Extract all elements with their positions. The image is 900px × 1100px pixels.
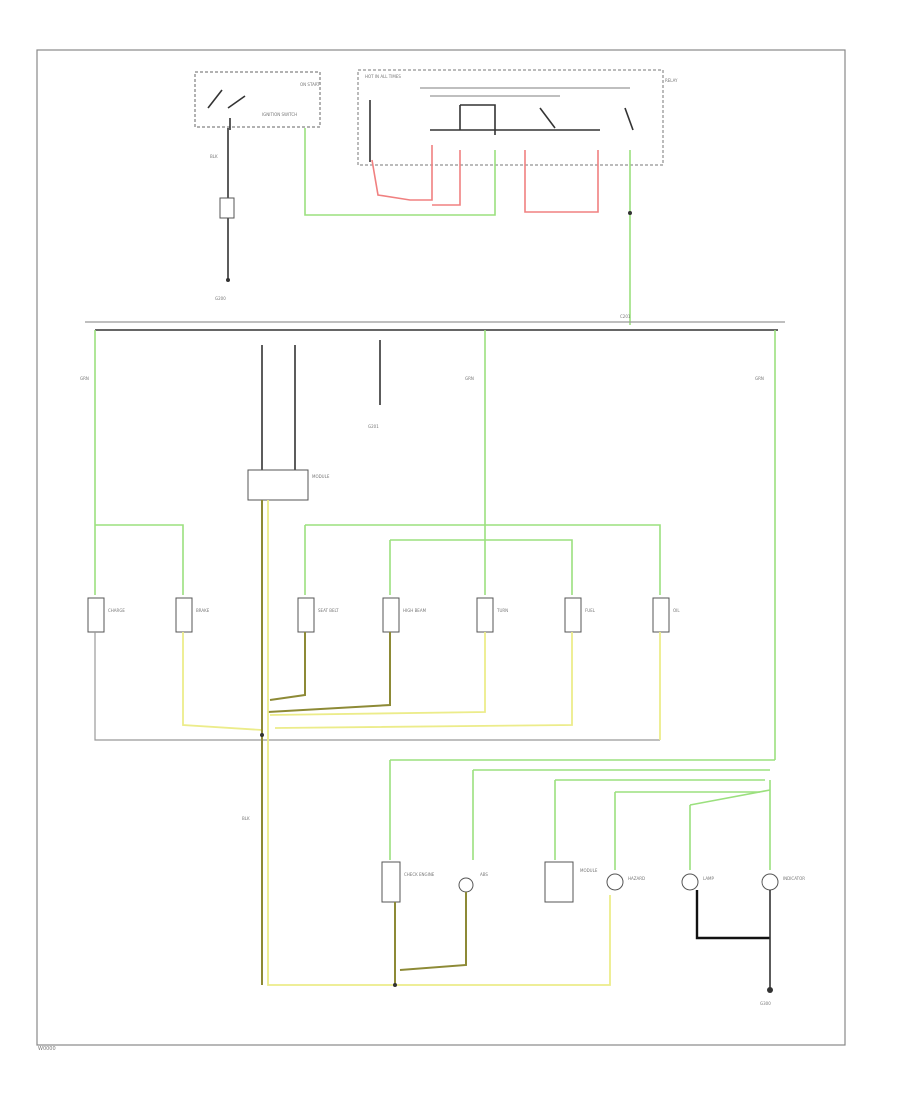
svg-text:CHARGE: CHARGE xyxy=(108,608,125,613)
bottom-row-components: CHECK ENGINE ABS MODULE HAZARD LAMP INDI… xyxy=(381,861,805,903)
svg-text:BLK: BLK xyxy=(242,816,250,821)
svg-text:HOT IN ALL TIMES: HOT IN ALL TIMES xyxy=(365,74,401,79)
svg-text:BLK: BLK xyxy=(210,154,218,159)
svg-text:INDICATOR: INDICATOR xyxy=(783,876,805,881)
svg-text:G201: G201 xyxy=(368,424,379,429)
svg-text:ON START: ON START xyxy=(300,82,320,87)
svg-text:OIL: OIL xyxy=(673,608,680,613)
wire-ign-feed xyxy=(304,128,496,216)
module-box xyxy=(247,469,309,501)
svg-text:ABS: ABS xyxy=(480,872,488,877)
mid-row-components: CHARGE BRAKE SEAT BELT HIGH BEAM TURN FU… xyxy=(87,597,680,633)
svg-text:LAMP: LAMP xyxy=(703,876,715,881)
svg-text:G300: G300 xyxy=(760,1001,771,1006)
svg-text:SEAT BELT: SEAT BELT xyxy=(318,608,339,613)
svg-text:TURN: TURN xyxy=(496,608,508,613)
fuse-box: HOT IN ALL TIMES RELAY xyxy=(357,69,678,166)
diagram-corner-label: W0000 xyxy=(38,1046,56,1052)
svg-text:CHECK ENGINE: CHECK ENGINE xyxy=(404,872,435,877)
diagram-frame xyxy=(36,49,846,1046)
svg-text:FUEL: FUEL xyxy=(585,608,596,613)
svg-text:HIGH BEAM: HIGH BEAM xyxy=(403,608,427,613)
svg-text:GRN: GRN xyxy=(755,376,764,381)
svg-text:RELAY: RELAY xyxy=(665,78,678,83)
svg-text:MODULE: MODULE xyxy=(580,868,598,873)
ignition-switch: IGNITION SWITCH ON START xyxy=(194,71,321,130)
ignition-switch-label: IGNITION SWITCH xyxy=(262,112,297,117)
svg-text:GRN: GRN xyxy=(465,376,474,381)
svg-text:BRAKE: BRAKE xyxy=(196,608,210,613)
svg-text:C201: C201 xyxy=(620,314,631,319)
svg-text:HAZARD: HAZARD xyxy=(628,876,645,881)
svg-text:GRN: GRN xyxy=(80,376,89,381)
svg-text:MODULE: MODULE xyxy=(312,474,330,479)
svg-text:G200: G200 xyxy=(215,296,226,301)
